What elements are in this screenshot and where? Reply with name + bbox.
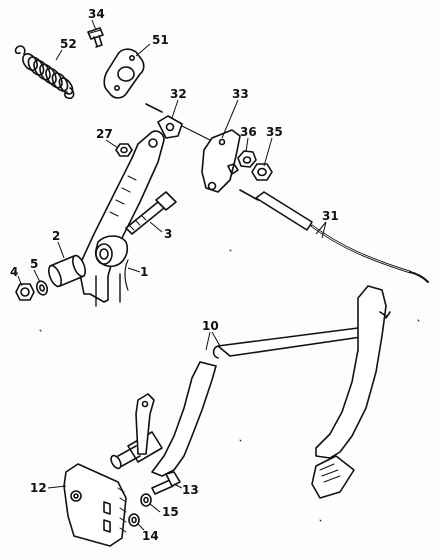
label-32: 32 xyxy=(170,87,187,101)
part-14-washer xyxy=(128,513,140,527)
label-10: 10 xyxy=(202,319,219,333)
leader-lines xyxy=(17,19,327,531)
part-15-washer xyxy=(140,493,152,507)
label-4: 4 xyxy=(10,265,18,279)
label-5: 5 xyxy=(30,257,38,271)
part-34-screw xyxy=(87,27,104,48)
part-4-nut xyxy=(15,283,35,301)
part-33-bracket xyxy=(201,129,241,193)
part-13-bolt xyxy=(151,471,181,495)
background-specks xyxy=(39,249,420,522)
label-2: 2 xyxy=(52,229,60,243)
label-15: 15 xyxy=(162,505,179,519)
label-13: 13 xyxy=(182,483,199,497)
part-5-washer xyxy=(35,280,49,296)
pedal-lever-post xyxy=(135,393,155,455)
part-3-bolt xyxy=(125,191,177,235)
part-12-bracket xyxy=(63,463,127,547)
part-35-nut xyxy=(251,163,273,181)
part-27-nut xyxy=(115,143,133,157)
label-3: 3 xyxy=(164,227,172,241)
part-51-gasket xyxy=(103,48,145,99)
part-31-cable xyxy=(239,189,429,283)
part-10-brake-pedal xyxy=(110,285,391,499)
label-27: 27 xyxy=(96,127,113,141)
part-labels: 34 52 51 32 33 27 36 35 31 2 3 4 5 1 10 … xyxy=(10,7,339,543)
label-36: 36 xyxy=(240,125,257,139)
label-14: 14 xyxy=(142,529,159,543)
part-2-bushing xyxy=(47,254,87,288)
part-52-spring xyxy=(14,45,75,100)
label-51: 51 xyxy=(152,33,169,47)
part-32-cable-end xyxy=(145,103,211,141)
label-34: 34 xyxy=(88,7,105,21)
label-1: 1 xyxy=(140,265,148,279)
label-52: 52 xyxy=(60,37,77,51)
part-36-nut xyxy=(237,150,257,168)
label-35: 35 xyxy=(266,125,283,139)
label-12: 12 xyxy=(30,481,47,495)
label-31: 31 xyxy=(322,209,339,223)
label-33: 33 xyxy=(232,87,249,101)
